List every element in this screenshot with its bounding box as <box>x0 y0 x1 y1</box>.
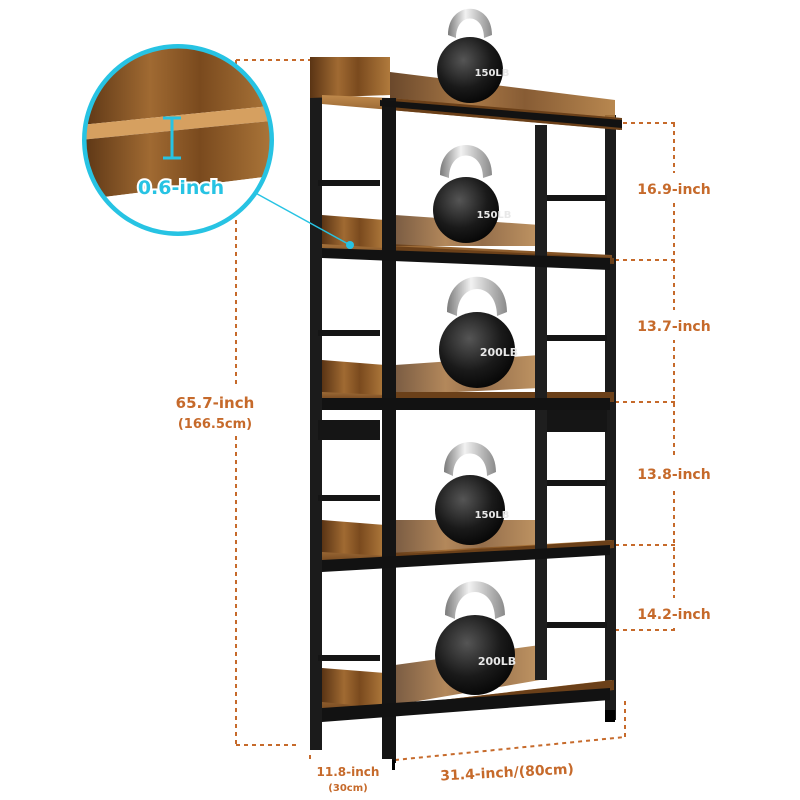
thickness-callout: 0.6-inch <box>82 44 354 249</box>
foot-right <box>605 710 615 722</box>
width-label: 31.4-inch/(80cm) <box>440 762 574 785</box>
kettlebell-weight-label: 200LB <box>478 655 516 668</box>
back-right-post <box>605 115 616 720</box>
width-label-box: 31.4-inch/(80cm) <box>427 753 587 789</box>
shelf-gap-label: 13.8-inch <box>637 467 710 483</box>
kettlebell-3: 200LB <box>439 276 518 388</box>
thickness-label: 0.6-inch <box>138 177 224 199</box>
height-metric-label: (166.5cm) <box>178 417 252 432</box>
shelf-gap-2: 13.7-inch <box>627 310 721 340</box>
thickness-marker <box>163 116 181 160</box>
kettlebell-1: 150LB <box>437 8 510 103</box>
depth-metric-label: (30cm) <box>328 783 367 794</box>
kettlebell-weight-label: 150LB <box>477 210 512 221</box>
shelf-gap-3: 13.8-inch <box>627 458 721 488</box>
shelf-gap-label: 16.9-inch <box>637 182 710 198</box>
kettlebell-5: 200LB <box>435 581 516 695</box>
shelf-gap-1: 16.9-inch <box>627 173 721 203</box>
depth-label-box: 11.8-inch (30cm) <box>306 759 392 795</box>
front-beams <box>322 100 622 722</box>
back-left-post <box>310 60 322 750</box>
kettlebell-weight-label: 150LB <box>475 68 510 79</box>
side-rails <box>318 180 607 661</box>
kettlebell-weight-label: 200LB <box>480 346 518 359</box>
height-label-box: 65.7-inch (166.5cm) <box>158 388 272 436</box>
kettlebell-2: 150LB <box>433 145 511 243</box>
shelf-gap-label: 13.7-inch <box>637 319 710 335</box>
shelf-gap-label: 14.2-inch <box>637 607 710 623</box>
height-label: 65.7-inch <box>176 394 255 412</box>
shelf-gap-4: 14.2-inch <box>627 598 721 628</box>
front-left-post <box>382 98 396 763</box>
kettlebell-weight-label: 150LB <box>475 510 510 521</box>
top-back-panel <box>310 57 390 98</box>
kettlebell-4: 150LB <box>435 442 509 545</box>
depth-label: 11.8-inch <box>317 765 380 779</box>
